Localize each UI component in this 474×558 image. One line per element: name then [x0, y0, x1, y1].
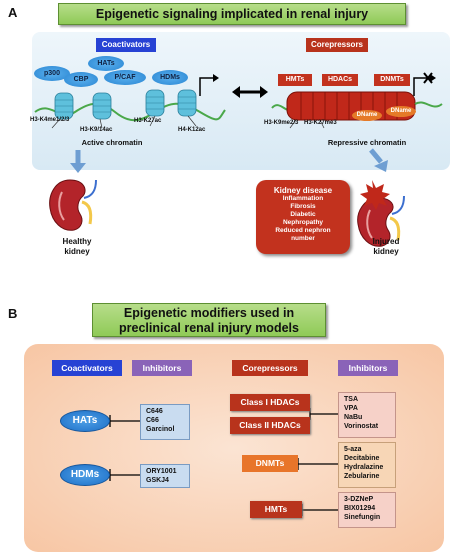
- injury-burst-icon: [360, 180, 390, 210]
- inhibitors-header-right: Inhibitors: [338, 360, 398, 376]
- dnmts-box: DNMTs: [374, 74, 410, 86]
- block-x-icon: [423, 72, 433, 84]
- class1-hdacs-box: Class I HDACs: [230, 394, 310, 411]
- hmts-box-b: HMTs: [250, 501, 302, 518]
- corepressors-header: Corepressors: [232, 360, 308, 376]
- equilibrium-arrow: [232, 86, 268, 98]
- p300-ellipse: p300: [34, 66, 70, 81]
- hdms-oval: HDMs: [60, 464, 110, 486]
- corepressors-label: Corepressors: [306, 38, 368, 52]
- disease-item: Diabetic: [290, 211, 316, 218]
- hmts-box: HMTs: [278, 74, 312, 86]
- disease-item: Inflammation: [282, 195, 324, 202]
- repressive-chromatin-caption: Repressive chromatin: [327, 138, 407, 147]
- panel-a-title: Epigenetic signaling implicated in renal…: [58, 3, 406, 25]
- cbp-ellipse: CBP: [64, 72, 98, 87]
- hats-inhibitors-box: C646 C66 Garcinol: [140, 404, 190, 440]
- hats-oval: HATs: [60, 410, 110, 432]
- injured-kidney-icon: [357, 180, 405, 247]
- dnmts-box: DNMTs: [242, 455, 298, 472]
- histone-mark-h3k4: H3-K4me1/2/3: [30, 117, 70, 123]
- hats-ellipse: HATs: [88, 56, 124, 71]
- disease-item: Fibrosis: [290, 203, 316, 210]
- repressive-nucleosome-array: [286, 91, 416, 121]
- hdacs-box: HDACs: [322, 74, 358, 86]
- kidney-disease-box: Kidney disease Inflammation Fibrosis Dia…: [256, 180, 350, 254]
- transcription-arrow: [199, 77, 213, 96]
- healthy-kidney-label: Healthy kidney: [62, 237, 92, 256]
- disease-item: number: [291, 235, 315, 242]
- pcaf-ellipse: P/CAF: [104, 70, 146, 85]
- blocked-transcription-arrow: [413, 77, 430, 96]
- panel-a-letter: A: [8, 5, 18, 20]
- class2-hdacs-box: Class II HDACs: [230, 417, 310, 434]
- hmt-inhibitors-box: 3-DZNeP BIX01294 Sinefungin: [338, 492, 396, 528]
- panel-b-title: Epigenetic modifiers used in preclinical…: [92, 303, 326, 337]
- dname-oval-2: DName: [386, 106, 416, 117]
- histone-mark-h4k12ac: H4-K12ac: [178, 127, 206, 133]
- coactivators-label: Coactivators: [96, 38, 156, 52]
- inhibitors-header-left: Inhibitors: [132, 360, 192, 376]
- disease-item: Nephropathy: [282, 219, 324, 226]
- hdms-ellipse: HDMs: [152, 70, 188, 85]
- histone-mark-h3k9-14ac: H3-K9/14ac: [80, 127, 113, 133]
- histone-mark-h3k27ac: H3-K27ac: [134, 118, 162, 124]
- disease-item: Reduced nephron: [275, 227, 331, 234]
- injured-kidney-label: Injured kidney: [372, 237, 400, 256]
- healthy-kidney-icon: [49, 179, 97, 231]
- dname-oval-1: DName: [352, 110, 382, 121]
- hdms-inhibitors-box: ORY1001 GSKJ4: [140, 464, 190, 488]
- disease-title: Kidney disease: [273, 186, 333, 195]
- histone-mark-h3k27me3: H3-K27me3: [304, 120, 337, 126]
- arrow-to-injured: [369, 148, 383, 164]
- active-chromatin-caption: Active chromatin: [81, 138, 143, 147]
- coactivators-header: Coactivators: [52, 360, 122, 376]
- hdac-inhibitors-box: TSA VPA NaBu Vorinostat: [338, 392, 396, 438]
- dnmt-inhibitors-box: 5-aza Decitabine Hydralazine Zebularine: [338, 442, 396, 488]
- histone-mark-h3k9me: H3-K9me2/3: [264, 120, 299, 126]
- panel-b-letter: B: [8, 306, 18, 321]
